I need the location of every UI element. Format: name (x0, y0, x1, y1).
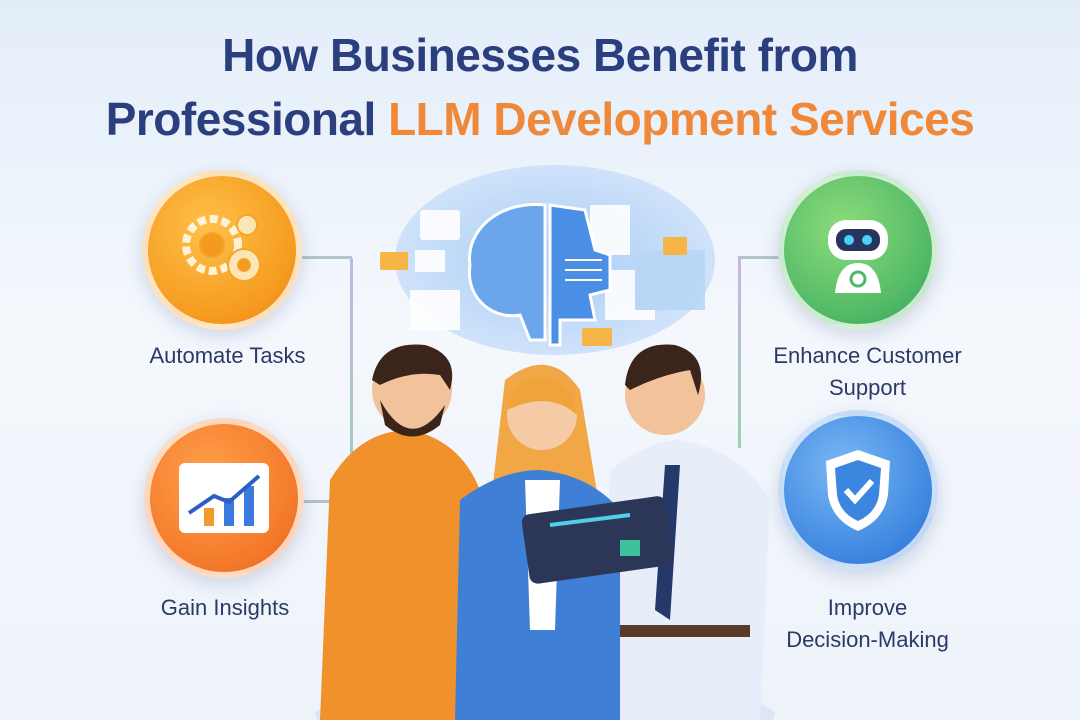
tablet (521, 496, 674, 584)
label-line: Enhance Customer (773, 343, 962, 368)
connector-right-top (738, 256, 780, 259)
label-line: Decision-Making (786, 627, 949, 652)
gears-icon (182, 214, 261, 282)
connector-left-top (302, 256, 352, 259)
decision-making-circle (778, 410, 938, 570)
customer-support-circle (778, 170, 938, 330)
brain-document-icon (380, 202, 705, 347)
growth-chart-icon (179, 463, 269, 533)
title-prefix: Professional (105, 93, 377, 145)
label-line: Improve (827, 595, 908, 620)
gain-insights-circle (144, 418, 304, 578)
business-team-illustration (315, 344, 775, 720)
title-line-1: How Businesses Benefit from (222, 29, 858, 81)
title-accent: LLM Development Services (388, 93, 975, 145)
connector-left-bottom (302, 500, 352, 503)
shield-check-icon (826, 450, 890, 531)
title-line-2: Professional LLM Development Services (0, 92, 1080, 146)
connector-right (738, 258, 741, 448)
benefit-label-insights: Gain Insights (160, 595, 290, 620)
robot-icon (828, 220, 888, 293)
person-left (320, 344, 480, 720)
benefit-label-automate: Automate Tasks (149, 343, 306, 368)
automate-tasks-circle (142, 170, 302, 330)
label-line: Support (828, 375, 907, 400)
connector-left (350, 258, 353, 503)
